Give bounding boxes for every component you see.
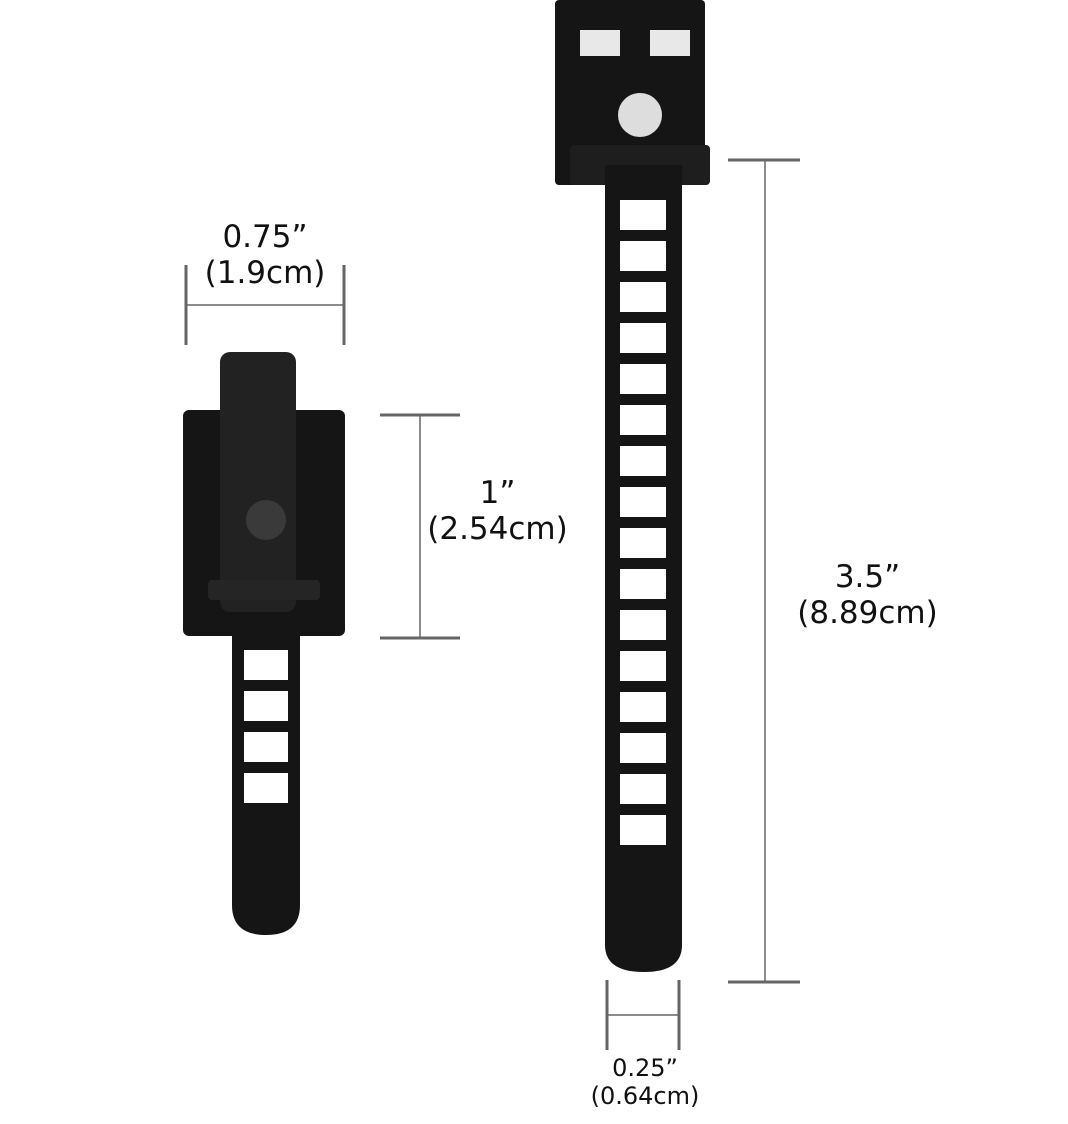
strap-hole (620, 241, 666, 271)
small-height-label: 1” (2.54cm) (415, 475, 580, 547)
small-width-inch: 0.75” (222, 219, 308, 255)
strap-hole (620, 774, 666, 804)
large-length-inch: 3.5” (834, 559, 901, 595)
strap-hole (620, 651, 666, 681)
strap-hole (244, 691, 288, 721)
strap-hole (620, 282, 666, 312)
strap-hole (620, 528, 666, 558)
strap-hole (620, 733, 666, 763)
strap-hole (620, 446, 666, 476)
strap-hole (620, 323, 666, 353)
large-width-inch: 0.25” (612, 1054, 678, 1082)
small-height-cm: (2.54cm) (427, 510, 568, 547)
strap-hole (620, 364, 666, 394)
dimension-lines (184, 158, 800, 1050)
strap-hole (620, 815, 666, 845)
large-cable-tie (555, 0, 710, 972)
strap-hole (620, 569, 666, 599)
strap-hole (620, 487, 666, 517)
small-width-cm: (1.9cm) (204, 254, 326, 291)
strap-hole (244, 650, 288, 680)
strap-hole (244, 773, 288, 803)
large-width-label: 0.25” (0.64cm) (570, 1054, 720, 1110)
strap-hole (620, 405, 666, 435)
large-length-label: 3.5” (8.89cm) (785, 559, 950, 631)
small-cable-tie (183, 352, 345, 935)
small-width-label: 0.75” (1.9cm) (180, 219, 350, 291)
strap-hole (244, 732, 288, 762)
large-length-cm: (8.89cm) (797, 594, 938, 631)
strap-hole (620, 200, 666, 230)
strap-hole (620, 692, 666, 722)
small-height-inch: 1” (479, 475, 516, 511)
strap-hole (620, 610, 666, 640)
large-width-cm: (0.64cm) (590, 1081, 700, 1110)
